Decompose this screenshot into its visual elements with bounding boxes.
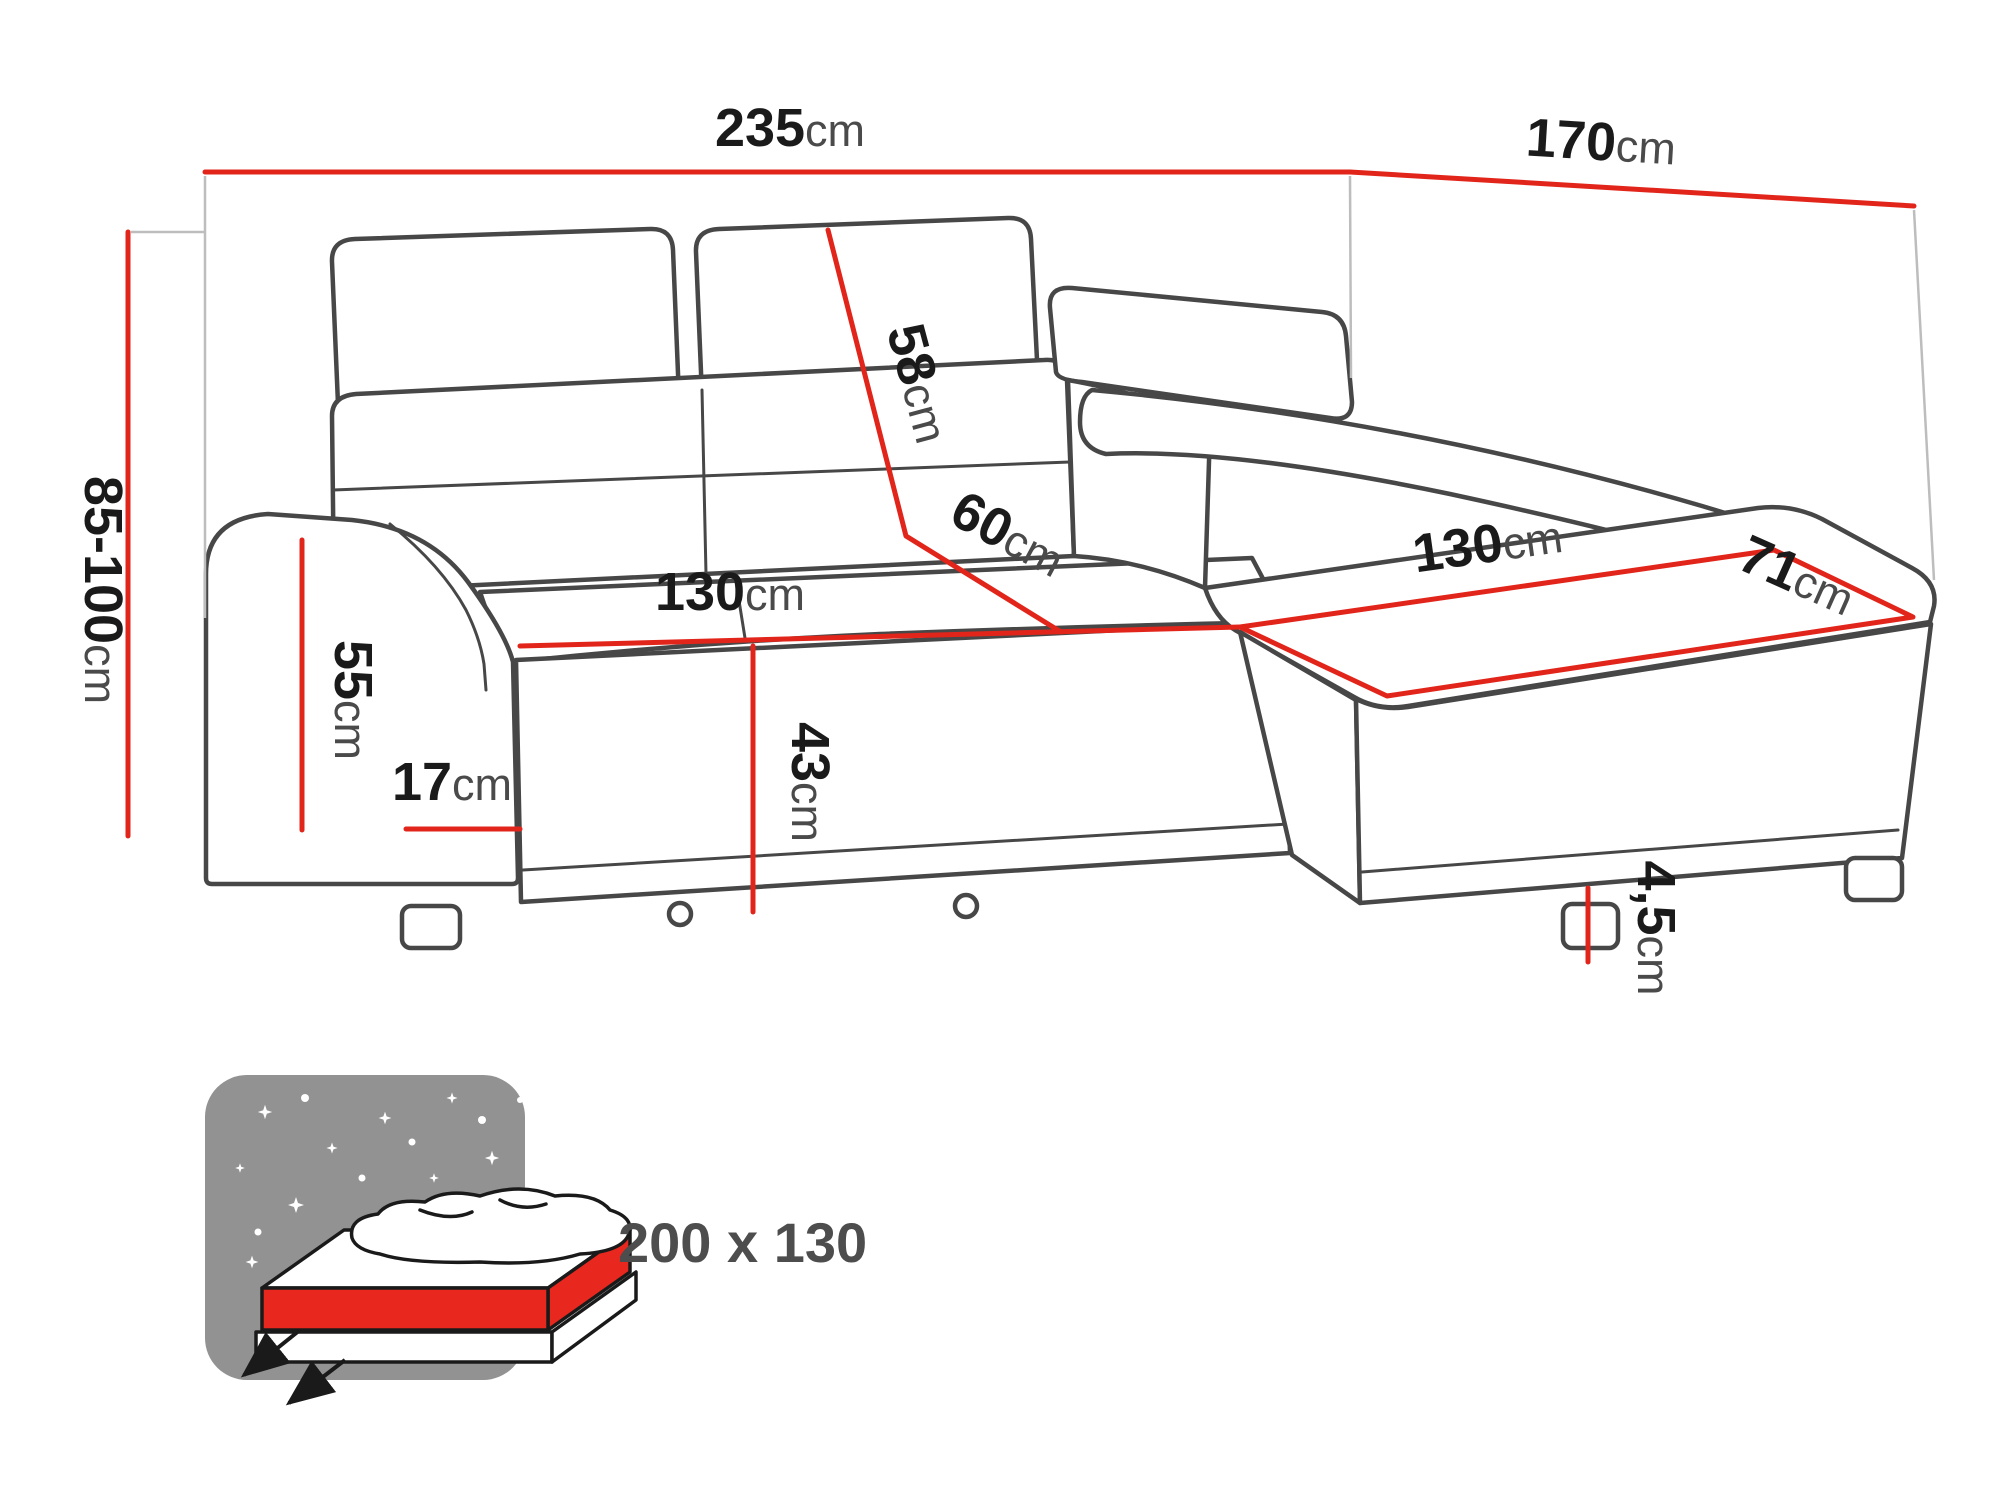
sleeping-function-icon bbox=[205, 1075, 638, 1406]
dimension-labels: 235cm 170cm 85-100cm 58cm 60cm 130cm 43c… bbox=[73, 98, 1862, 996]
bed-base-side bbox=[550, 1270, 638, 1364]
backrest-seam-horizontal bbox=[331, 460, 1072, 492]
base-front bbox=[513, 619, 1293, 905]
bed-base-front bbox=[254, 1330, 554, 1364]
chaise-front-line bbox=[1360, 828, 1900, 874]
label-bed-size: 200 x 130 bbox=[618, 1211, 867, 1274]
sofa-outline bbox=[203, 215, 1937, 951]
backrest-seam-vertical bbox=[700, 388, 708, 576]
fold-out-bed bbox=[240, 1187, 638, 1406]
duvet-pillows bbox=[349, 1187, 632, 1265]
headrest-left bbox=[329, 226, 682, 407]
armrest-inner-contour bbox=[388, 522, 488, 692]
label-total-width: 235cm bbox=[715, 98, 865, 158]
dimension-lines bbox=[125, 169, 1917, 965]
label-chaise-length: 130cm bbox=[1409, 504, 1566, 584]
label-armrest-height: 55cm bbox=[323, 640, 383, 760]
base-front-line bbox=[521, 822, 1290, 872]
caster-right bbox=[952, 892, 980, 920]
leg-chaise-right bbox=[1843, 855, 1905, 903]
label-leg-height: 4,5cm bbox=[1626, 860, 1686, 995]
projection-lines bbox=[131, 175, 1936, 618]
label-total-depth: 170cm bbox=[1524, 108, 1677, 177]
armrest-left bbox=[203, 511, 521, 887]
dimension-quad-chaise bbox=[1237, 547, 1916, 699]
label-seat-width: 130cm bbox=[655, 562, 805, 622]
unfold-arrows bbox=[240, 1328, 347, 1406]
label-overall-height: 85-100cm bbox=[73, 476, 133, 704]
seat-seam bbox=[734, 580, 747, 640]
leg-front-left bbox=[399, 903, 463, 951]
chaise-front-face bbox=[1353, 621, 1934, 906]
duvet-fold-lines bbox=[418, 1198, 548, 1219]
dimension-line-backrest-seat bbox=[825, 227, 1064, 635]
label-seat-height: 43cm bbox=[780, 722, 840, 842]
mattress-front-red bbox=[260, 1286, 550, 1332]
dimension-line-seat-width bbox=[517, 624, 1243, 649]
caster-left bbox=[666, 900, 694, 928]
label-armrest-width: 17cm bbox=[392, 752, 512, 812]
dimension-line-total-depth bbox=[1347, 169, 1917, 209]
